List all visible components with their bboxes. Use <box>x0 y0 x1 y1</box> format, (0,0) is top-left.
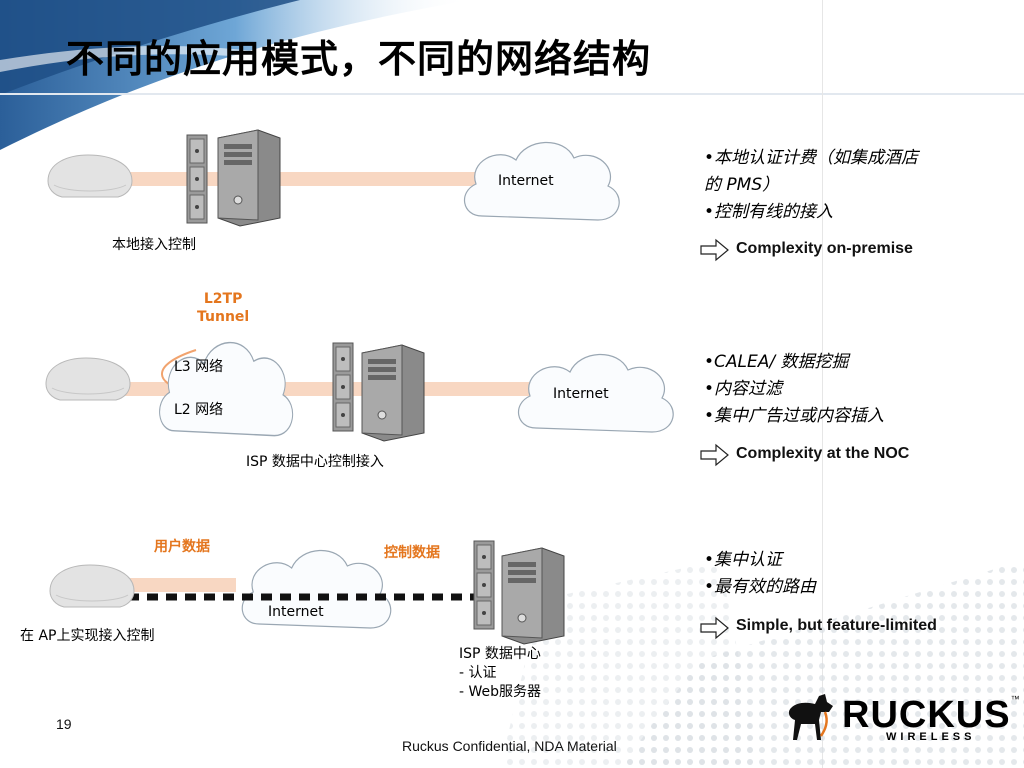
link-line-row1 <box>120 172 520 186</box>
logo-wordmark: RUCKUS <box>842 694 1011 736</box>
logo-trademark: ™ <box>1010 694 1020 704</box>
ruckus-logo: RUCKUS™ <box>842 694 1020 737</box>
ap-access-control-label: 在 AP上实现接入控制 <box>20 628 155 644</box>
bullet-item: 的 PMS） <box>704 175 780 195</box>
user-data-label: 用户数据 <box>150 537 214 557</box>
page-number: 19 <box>56 716 72 732</box>
server-icon <box>361 344 425 442</box>
logo-subtitle: WIRELESS <box>886 731 976 743</box>
access-point-icon <box>45 357 131 401</box>
local-access-control-label: 本地接入控制 <box>112 237 196 253</box>
bullet-item: •内容过滤 <box>704 379 783 399</box>
bullet-item: •集中广告过或内容插入 <box>704 406 885 426</box>
arrow-right-icon <box>700 616 729 640</box>
l2-network-label: L2 网络 <box>174 402 224 418</box>
bullet-item: •集中认证 <box>704 550 783 570</box>
internet-cloud-label: Internet <box>553 386 609 402</box>
internet-cloud-label: Internet <box>498 173 554 189</box>
user-data-line <box>130 578 236 592</box>
isp-datacenter-control-label: ISP 数据中心控制接入 <box>246 454 384 470</box>
control-data-label: 控制数据 <box>380 543 444 563</box>
access-point-icon <box>47 154 133 198</box>
complexity-at-noc-text: Complexity at the NOC <box>736 445 910 462</box>
access-point-icon <box>49 564 135 608</box>
server-icon <box>501 547 565 645</box>
row1-bullets: •本地认证计费（如集成酒店 的 PMS） •控制有线的接入 <box>704 145 918 226</box>
simple-feature-limited-text: Simple, but feature-limited <box>736 617 937 634</box>
ruckus-dog-icon <box>788 694 833 740</box>
arrow-right-icon <box>700 238 729 262</box>
isp-datacenter-label: ISP 数据中心 - 认证 - Web服务器 <box>459 646 542 700</box>
page-title: 不同的应用模式，不同的网络结构 <box>66 37 652 81</box>
switch-rack-icon <box>186 134 208 224</box>
bullet-item: •本地认证计费（如集成酒店 <box>704 148 919 168</box>
switch-rack-icon <box>332 342 354 432</box>
bullet-item: •CALEA/ 数据挖掘 <box>704 352 849 372</box>
arrow-right-icon <box>700 443 729 467</box>
complexity-on-premise-text: Complexity on-premise <box>736 240 913 257</box>
bullet-item: •控制有线的接入 <box>704 202 834 222</box>
confidential-footer: Ruckus Confidential, NDA Material <box>402 738 617 754</box>
l2tp-tunnel-label: L2TP Tunnel <box>193 289 254 327</box>
internet-cloud-label: Internet <box>268 604 324 620</box>
row2-bullets: •CALEA/ 数据挖掘 •内容过滤 •集中广告过或内容插入 <box>704 349 884 430</box>
switch-rack-icon <box>473 540 495 630</box>
bullet-item: •最有效的路由 <box>704 577 817 597</box>
server-icon <box>217 129 281 227</box>
row3-bullets: •集中认证 •最有效的路由 <box>704 547 816 601</box>
l3-network-label: L3 网络 <box>174 359 224 375</box>
